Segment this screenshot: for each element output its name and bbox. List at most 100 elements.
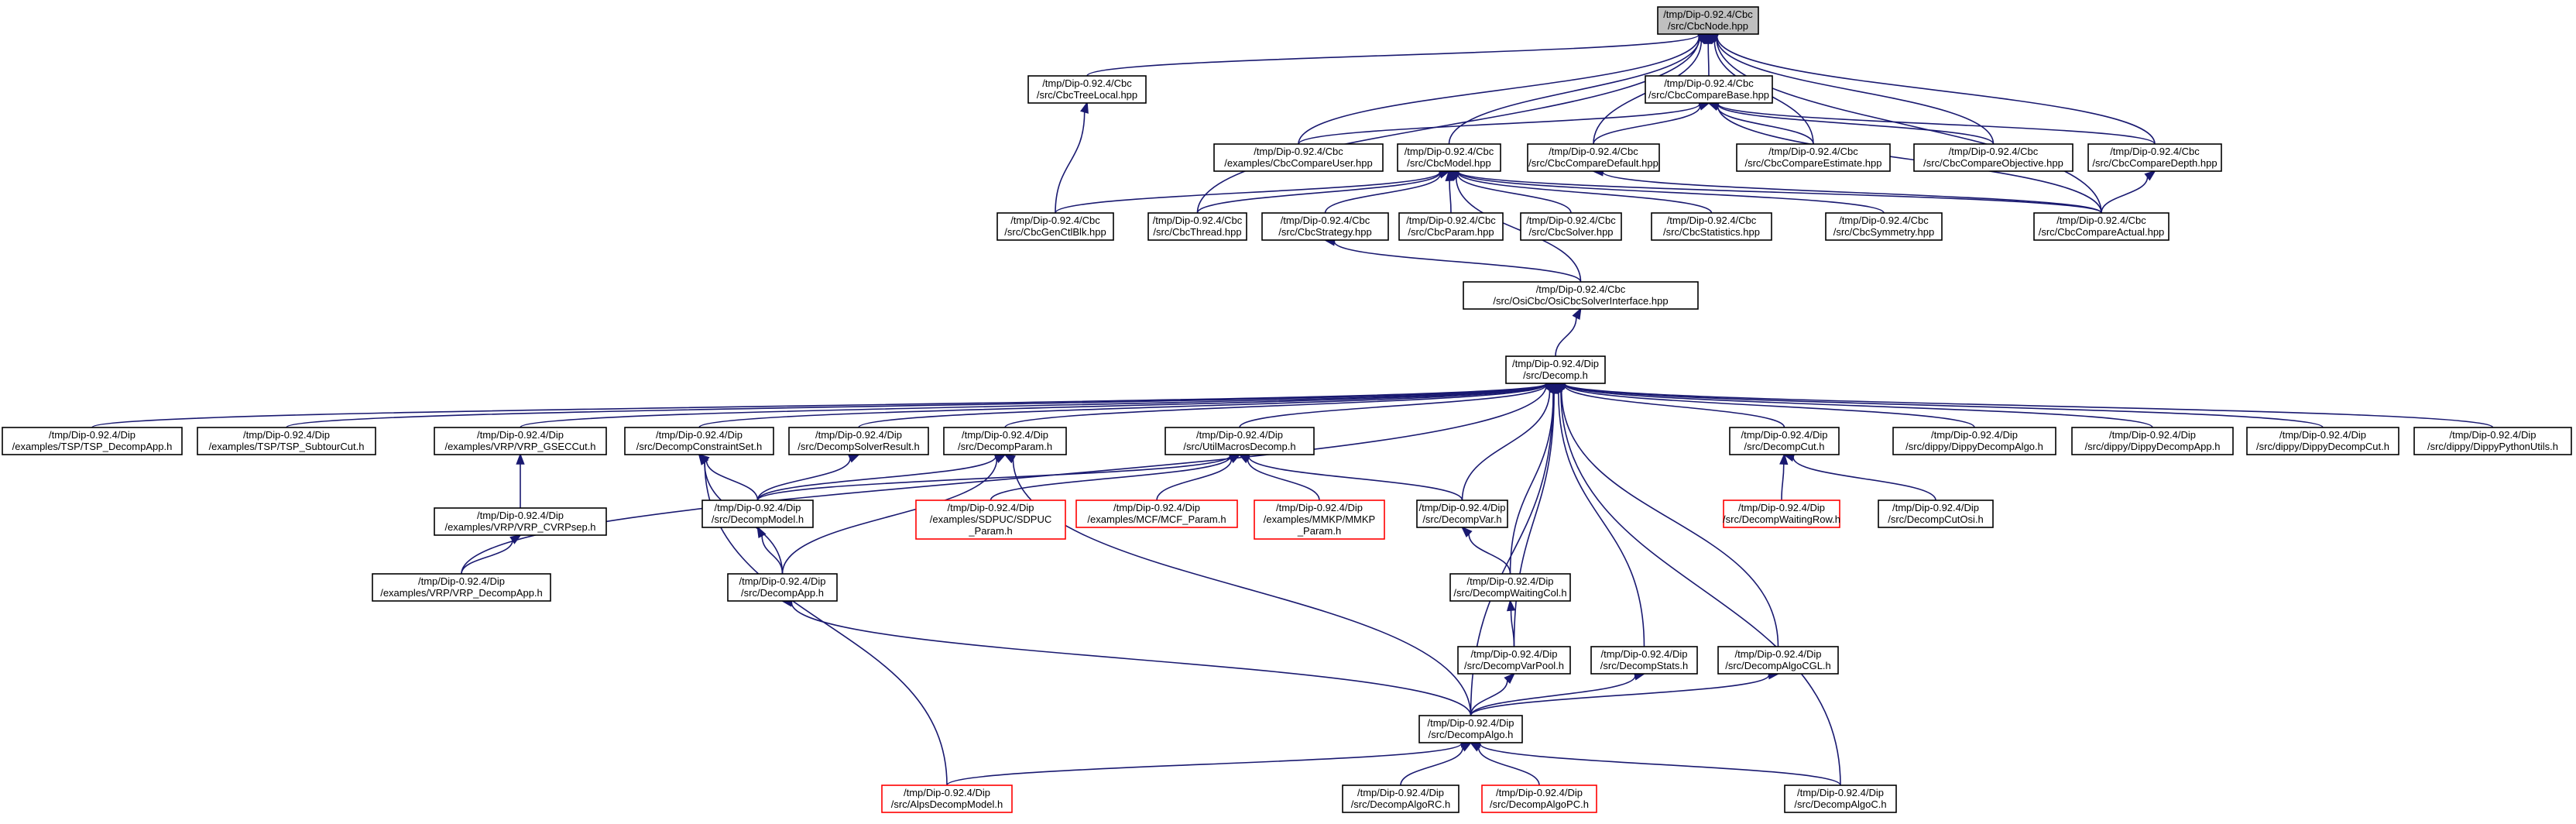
graph-node-n27[interactable]: /tmp/Dip-0.92.4/Dip/src/dippy/DippyDecom… [1892, 427, 2056, 455]
node-box[interactable] [1449, 573, 1571, 602]
graph-node-n17[interactable]: /tmp/Dip-0.92.4/Cbc/src/OsiCbc/OsiCbcSol… [1463, 281, 1699, 310]
graph-node-n30[interactable]: /tmp/Dip-0.92.4/Dip/src/dippy/DippyPytho… [2413, 427, 2572, 455]
graph-node-n32[interactable]: /tmp/Dip-0.92.4/Dip/src/DecompModel.h [701, 500, 814, 528]
node-box[interactable] [788, 427, 929, 455]
graph-node-n28[interactable]: /tmp/Dip-0.92.4/Dip/src/dippy/DippyDecom… [2071, 427, 2234, 455]
node-box[interactable] [1261, 212, 1389, 241]
graph-node-n33[interactable]: /tmp/Dip-0.92.4/Dip/examples/SDPUC/SDPUC… [915, 500, 1066, 540]
node-box[interactable] [1418, 715, 1523, 743]
graph-node-n37[interactable]: /tmp/Dip-0.92.4/Dip/src/DecompWaitingRow… [1723, 500, 1840, 528]
truncated-node-box[interactable] [1481, 785, 1597, 813]
graph-node-n23[interactable]: /tmp/Dip-0.92.4/Dip/src/DecompSolverResu… [788, 427, 929, 455]
graph-node-n4[interactable]: /tmp/Dip-0.92.4/Cbc/src/CbcModel.hpp [1397, 143, 1501, 172]
graph-node-n25[interactable]: /tmp/Dip-0.92.4/Dip/src/UtilMacrosDecomp… [1165, 427, 1315, 455]
node-box[interactable] [1147, 212, 1247, 241]
graph-node-n2[interactable]: /tmp/Dip-0.92.4/Cbc/src/CbcCompareBase.h… [1645, 75, 1773, 104]
graph-node-n44[interactable]: /tmp/Dip-0.92.4/Dip/src/DecompAlgoCGL.h [1717, 646, 1839, 675]
graph-node-n14[interactable]: /tmp/Dip-0.92.4/Cbc/src/CbcStatistics.hp… [1651, 212, 1772, 241]
graph-node-n16[interactable]: /tmp/Dip-0.92.4/Cbc/src/CbcCompareActual… [2033, 212, 2170, 241]
node-box[interactable] [2246, 427, 2399, 455]
truncated-node-box[interactable] [915, 500, 1066, 540]
truncated-node-box[interactable] [1723, 500, 1840, 528]
graph-node-n15[interactable]: /tmp/Dip-0.92.4/Cbc/src/CbcSymmetry.hpp [1825, 212, 1943, 241]
root-node-box[interactable] [1657, 6, 1759, 35]
node-box[interactable] [1878, 500, 1994, 528]
node-box[interactable] [1645, 75, 1773, 104]
node-box[interactable] [2033, 212, 2170, 241]
graph-node-n6[interactable]: /tmp/Dip-0.92.4/Cbc/src/CbcCompareEstima… [1736, 143, 1891, 172]
node-box[interactable] [434, 427, 607, 455]
node-box[interactable] [624, 427, 774, 455]
truncated-node-box[interactable] [881, 785, 1013, 813]
node-box[interactable] [2087, 143, 2222, 172]
node-box[interactable] [1736, 143, 1891, 172]
graph-node-n35[interactable]: /tmp/Dip-0.92.4/Dip/examples/MMKP/MMKP_P… [1254, 500, 1385, 540]
graph-node-n24[interactable]: /tmp/Dip-0.92.4/Dip/src/DecompParam.h [943, 427, 1067, 455]
graph-node-n20[interactable]: /tmp/Dip-0.92.4/Dip/examples/TSP/TSP_Sub… [197, 427, 376, 455]
graph-node-n34[interactable]: /tmp/Dip-0.92.4/Dip/examples/MCF/MCF_Par… [1075, 500, 1238, 528]
graph-node-n13[interactable]: /tmp/Dip-0.92.4/Cbc/src/CbcSolver.hpp [1520, 212, 1622, 241]
node-box[interactable] [1520, 212, 1622, 241]
node-box[interactable] [1892, 427, 2056, 455]
graph-node-n9[interactable]: /tmp/Dip-0.92.4/Cbc/src/CbcGenCtlBlk.hpp [996, 212, 1114, 241]
graph-node-n49[interactable]: /tmp/Dip-0.92.4/Dip/src/DecompAlgoC.h [1784, 785, 1897, 813]
graph-node-n21[interactable]: /tmp/Dip-0.92.4/Dip/examples/VRP/VRP_GSE… [434, 427, 607, 455]
node-box[interactable] [943, 427, 1067, 455]
node-box[interactable] [1590, 646, 1698, 675]
node-box[interactable] [1165, 427, 1315, 455]
graph-node-n40[interactable]: /tmp/Dip-0.92.4/Dip/src/DecompApp.h [727, 573, 838, 602]
graph-node-n31[interactable]: /tmp/Dip-0.92.4/Dip/examples/VRP/VRP_CVR… [434, 507, 607, 536]
node-box[interactable] [2, 427, 183, 455]
graph-node-n0[interactable]: /tmp/Dip-0.92.4/Cbc/src/CbcNode.hpp [1657, 6, 1759, 35]
node-box[interactable] [197, 427, 376, 455]
node-box[interactable] [1342, 785, 1460, 813]
node-box[interactable] [996, 212, 1114, 241]
node-box[interactable] [1463, 281, 1699, 310]
graph-node-n12[interactable]: /tmp/Dip-0.92.4/Cbc/src/CbcParam.hpp [1398, 212, 1504, 241]
graph-node-n10[interactable]: /tmp/Dip-0.92.4/Cbc/src/CbcThread.hpp [1147, 212, 1247, 241]
graph-node-n5[interactable]: /tmp/Dip-0.92.4/Cbc/src/CbcCompareDefaul… [1527, 143, 1660, 172]
graph-node-n11[interactable]: /tmp/Dip-0.92.4/Cbc/src/CbcStrategy.hpp [1261, 212, 1389, 241]
node-box[interactable] [2071, 427, 2234, 455]
graph-node-n38[interactable]: /tmp/Dip-0.92.4/Dip/src/DecompCutOsi.h [1878, 500, 1994, 528]
node-box[interactable] [727, 573, 838, 602]
node-box[interactable] [1651, 212, 1772, 241]
node-box[interactable] [1825, 212, 1943, 241]
graph-node-n47[interactable]: /tmp/Dip-0.92.4/Dip/src/DecompAlgoRC.h [1342, 785, 1460, 813]
node-box[interactable] [1717, 646, 1839, 675]
node-box[interactable] [1527, 143, 1660, 172]
graph-node-n18[interactable]: /tmp/Dip-0.92.4/Dip/src/Decomp.h [1505, 355, 1606, 384]
graph-node-n43[interactable]: /tmp/Dip-0.92.4/Dip/src/DecompStats.h [1590, 646, 1698, 675]
truncated-node-box[interactable] [1075, 500, 1238, 528]
graph-node-n19[interactable]: /tmp/Dip-0.92.4/Dip/examples/TSP/TSP_Dec… [2, 427, 183, 455]
truncated-node-box[interactable] [1254, 500, 1385, 540]
graph-node-n1[interactable]: /tmp/Dip-0.92.4/Cbc/src/CbcTreeLocal.hpp [1027, 75, 1147, 104]
graph-node-n39[interactable]: /tmp/Dip-0.92.4/Dip/examples/VRP/VRP_Dec… [372, 573, 551, 602]
node-box[interactable] [701, 500, 814, 528]
node-box[interactable] [1213, 143, 1384, 172]
graph-node-n7[interactable]: /tmp/Dip-0.92.4/Cbc/src/CbcCompareObject… [1913, 143, 2073, 172]
graph-node-n22[interactable]: /tmp/Dip-0.92.4/Dip/src/DecompConstraint… [624, 427, 774, 455]
node-box[interactable] [1398, 212, 1504, 241]
graph-node-n3[interactable]: /tmp/Dip-0.92.4/Cbc/examples/CbcCompareU… [1213, 143, 1384, 172]
node-box[interactable] [1397, 143, 1501, 172]
graph-node-n8[interactable]: /tmp/Dip-0.92.4/Cbc/src/CbcCompareDepth.… [2087, 143, 2222, 172]
graph-node-n46[interactable]: /tmp/Dip-0.92.4/Dip/src/AlpsDecompModel.… [881, 785, 1013, 813]
graph-node-n36[interactable]: /tmp/Dip-0.92.4/Dip/src/DecompVar.h [1416, 500, 1508, 528]
node-box[interactable] [2413, 427, 2572, 455]
node-box[interactable] [1784, 785, 1897, 813]
graph-node-n26[interactable]: /tmp/Dip-0.92.4/Dip/src/DecompCut.h [1729, 427, 1840, 455]
graph-node-n29[interactable]: /tmp/Dip-0.92.4/Dip/src/dippy/DippyDecom… [2246, 427, 2399, 455]
graph-node-n41[interactable]: /tmp/Dip-0.92.4/Dip/src/DecompWaitingCol… [1449, 573, 1571, 602]
graph-node-n48[interactable]: /tmp/Dip-0.92.4/Dip/src/DecompAlgoPC.h [1481, 785, 1597, 813]
node-box[interactable] [1913, 143, 2073, 172]
node-box[interactable] [434, 507, 607, 536]
graph-node-n42[interactable]: /tmp/Dip-0.92.4/Dip/src/DecompVarPool.h [1457, 646, 1571, 675]
graph-node-n45[interactable]: /tmp/Dip-0.92.4/Dip/src/DecompAlgo.h [1418, 715, 1523, 743]
node-box[interactable] [372, 573, 551, 602]
node-box[interactable] [1505, 355, 1606, 384]
node-box[interactable] [1027, 75, 1147, 104]
node-box[interactable] [1457, 646, 1571, 675]
node-box[interactable] [1729, 427, 1840, 455]
node-box[interactable] [1416, 500, 1508, 528]
